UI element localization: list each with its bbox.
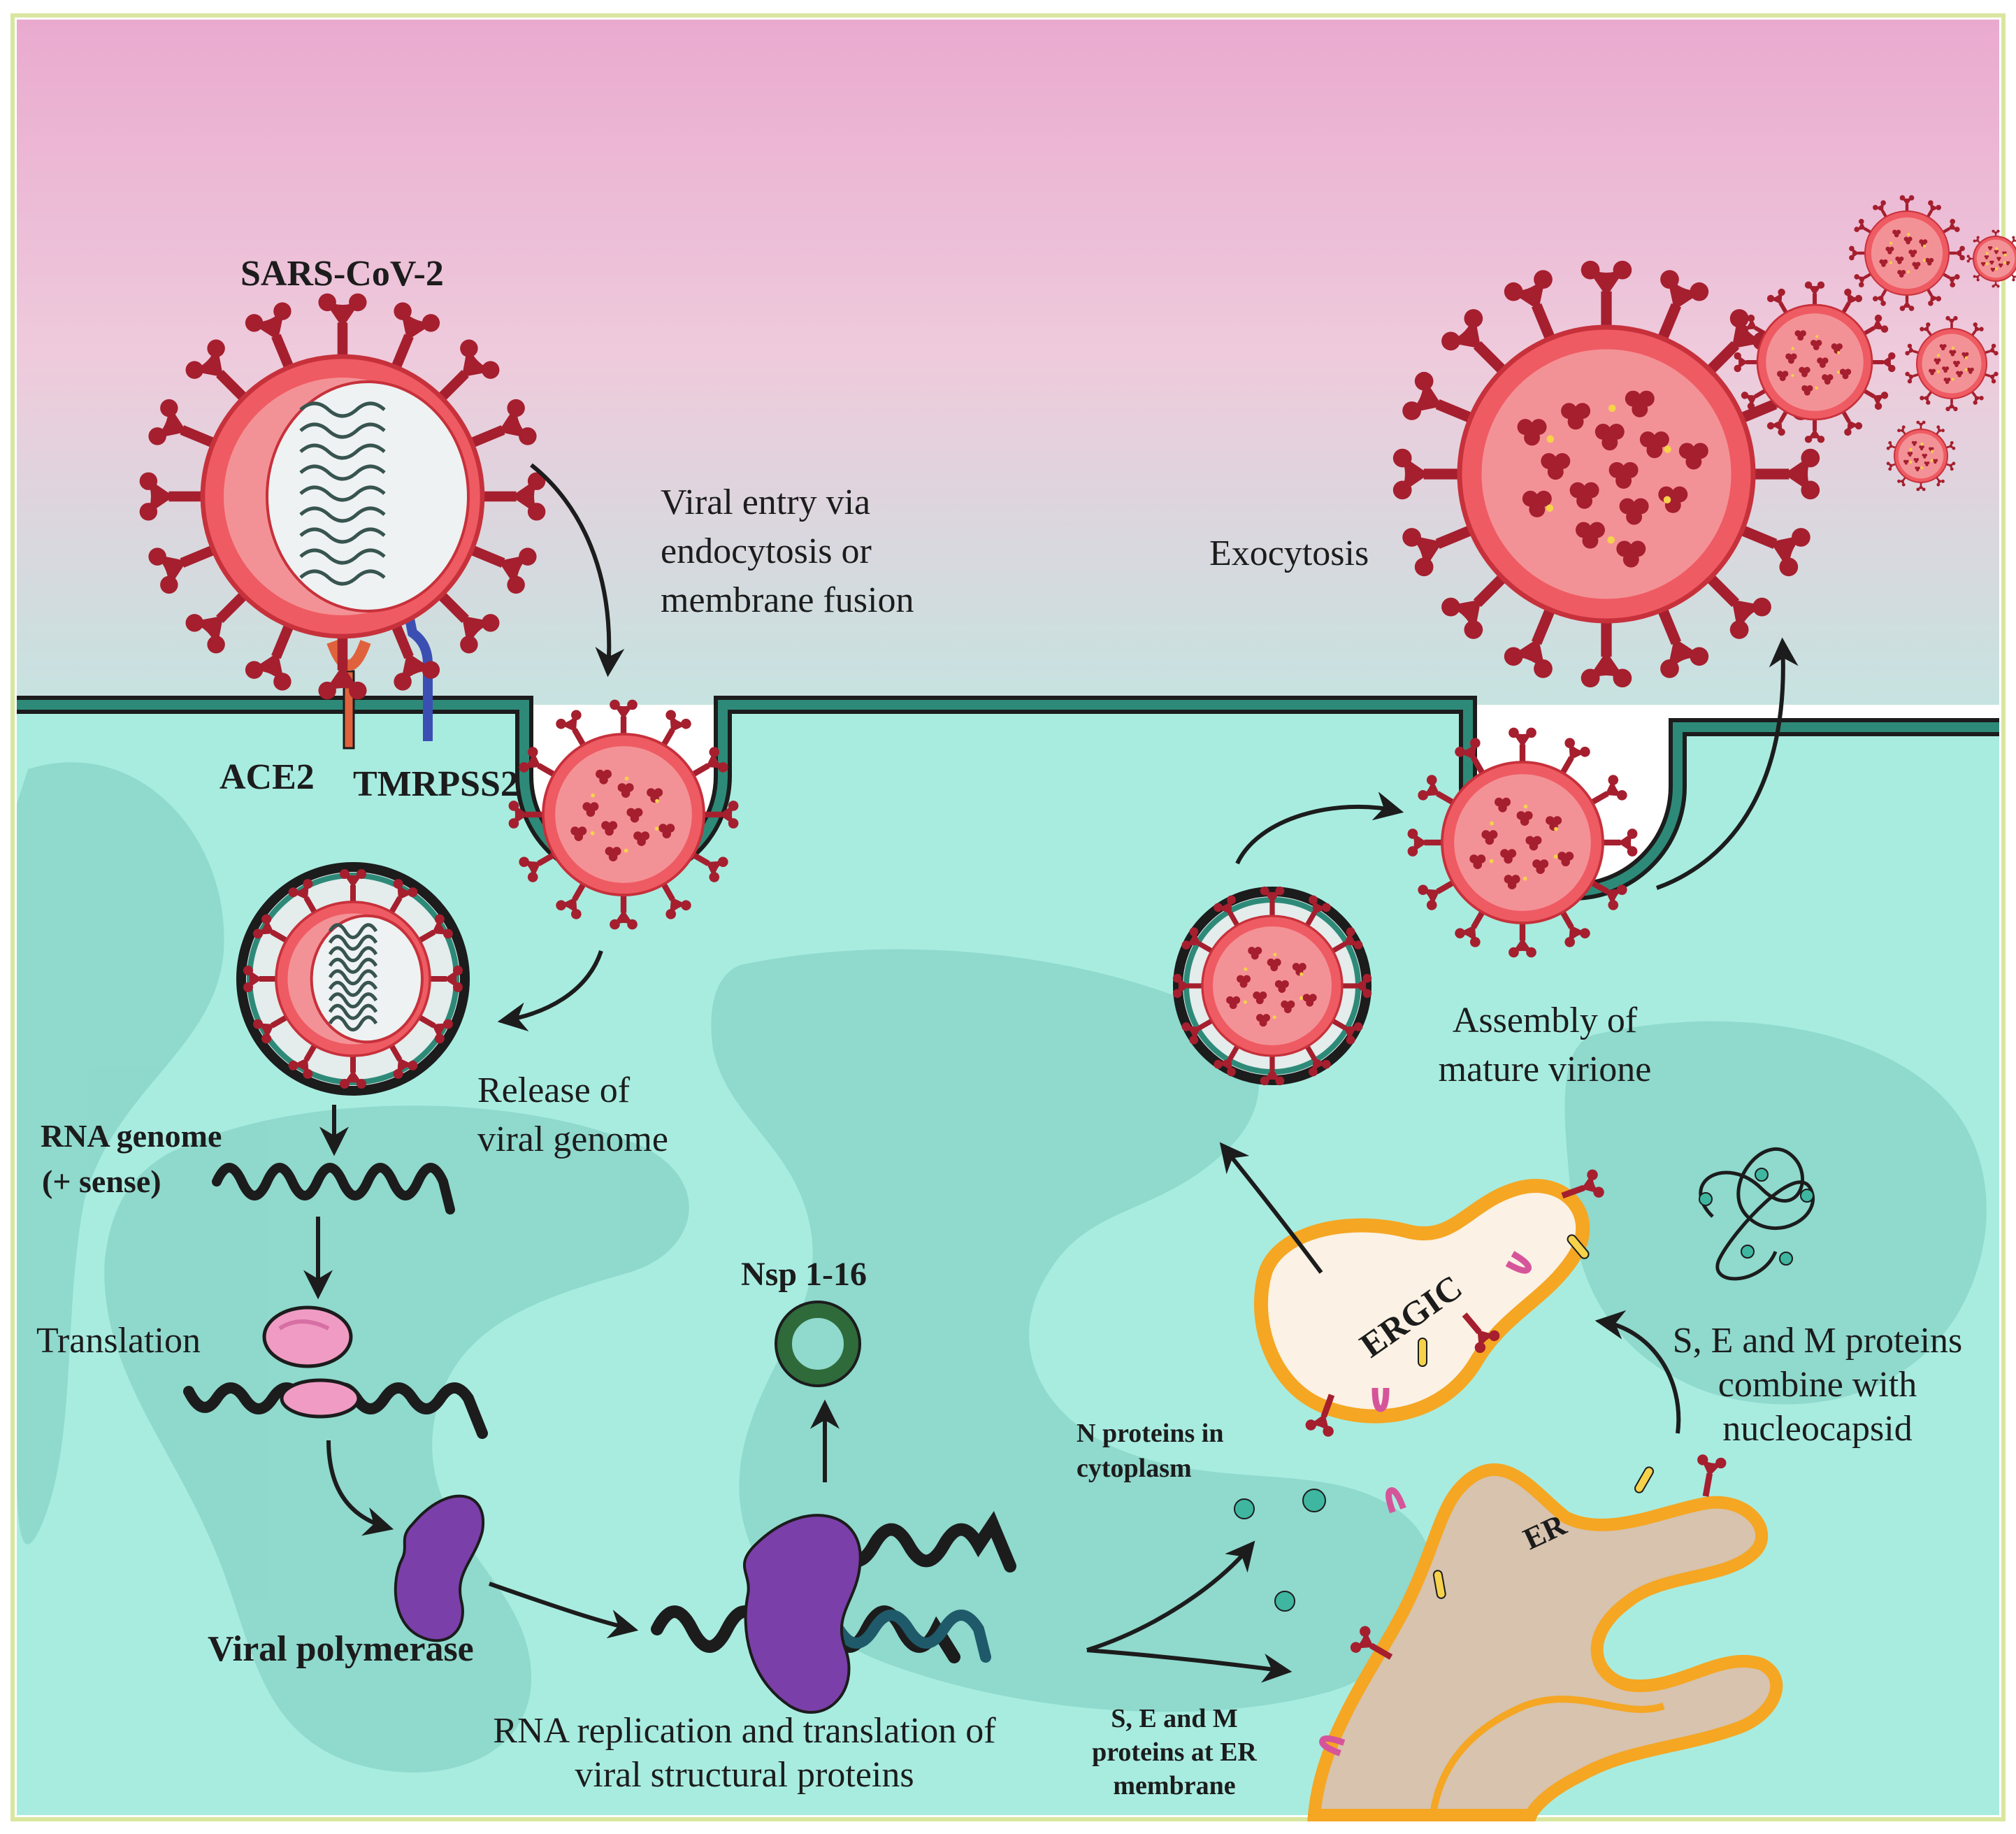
svg-text:Viral entry via: Viral entry via [661, 482, 870, 522]
label-translation: Translation [36, 1321, 201, 1361]
replication-complex [651, 1511, 1016, 1714]
arrow-vesicle-to-pit [1235, 791, 1404, 865]
label-n-proteins: N proteins in cytoplasm [1077, 1419, 1223, 1483]
svg-text:proteins at ER: proteins at ER [1092, 1738, 1257, 1767]
viral-polymerase-protein [394, 1494, 485, 1642]
arrow-translation-to-polymerase [326, 1440, 394, 1536]
svg-text:membrane: membrane [1113, 1771, 1235, 1800]
svg-text:S, E and M: S, E and M [1111, 1704, 1238, 1733]
label-assembly: Assembly of mature virione [1439, 1001, 1652, 1089]
endosome [236, 862, 470, 1096]
membrane-spike-proteins [1304, 1168, 1727, 1756]
inner-border [10, 13, 2006, 1821]
label-viral-entry: Viral entry via endocytosis or membrane … [661, 482, 914, 620]
label-tmprss2: TMRPSS2 [353, 764, 519, 804]
n-protein-dots [1234, 1489, 1326, 1612]
svg-text:endocytosis or: endocytosis or [661, 531, 872, 571]
ergic-compartment [1253, 1179, 1590, 1424]
arrow-to-n-proteins [1086, 1540, 1255, 1652]
arrow-to-endosome [497, 950, 603, 1032]
arrow-polymerase-to-replication [489, 1582, 639, 1639]
label-sars-cov-2: SARS-CoV-2 [240, 254, 444, 294]
svg-text:N proteins in: N proteins in [1077, 1419, 1223, 1448]
exiting-virion [1407, 727, 1638, 958]
svg-text:combine with: combine with [1718, 1365, 1917, 1405]
svg-text:mature virione: mature virione [1439, 1049, 1652, 1089]
rna-genome-strand [212, 1163, 455, 1215]
label-nsp: Nsp 1-16 [741, 1256, 867, 1293]
svg-text:nucleocapsid: nucleocapsid [1722, 1409, 1912, 1449]
endoplasmic-reticulum [1307, 1463, 1783, 1821]
nsp-ring-outline [775, 1301, 861, 1387]
ribosome [183, 1305, 488, 1439]
arrow-exocytosis [1655, 637, 1799, 890]
label-sem-er: S, E and M proteins at ER membrane [1092, 1704, 1257, 1800]
svg-text:cytoplasm: cytoplasm [1077, 1454, 1192, 1483]
arrow-to-er-membrane [1086, 1648, 1293, 1683]
label-release-genome: Release of viral genome [477, 1070, 668, 1159]
label-rna-replication: RNA replication and translation of viral… [493, 1711, 996, 1795]
svg-text:Assembly of: Assembly of [1453, 1001, 1638, 1040]
label-viral-polymerase: Viral polymerase [208, 1629, 474, 1669]
label-rna-genome: RNA genome (+ sense) [41, 1118, 222, 1199]
sars-cov-2-virion [139, 293, 546, 700]
arrow-ergic-to-vesicle [1219, 1142, 1323, 1274]
svg-text:S, E and M proteins: S, E and M proteins [1673, 1321, 1963, 1361]
nsp-ring [777, 1303, 859, 1385]
released-virions [1392, 195, 2016, 688]
svg-text:(+ sense): (+ sense) [42, 1163, 161, 1199]
svg-text:RNA genome: RNA genome [41, 1118, 222, 1154]
svg-text:viral genome: viral genome [477, 1119, 668, 1159]
arrow-viral-entry [530, 463, 625, 678]
entering-virion [508, 699, 739, 930]
process-arrows [303, 463, 1799, 1683]
assembly-vesicle [1172, 886, 1372, 1086]
cytoplasm-shading [17, 762, 1987, 1772]
svg-text:viral structural proteins: viral structural proteins [575, 1755, 914, 1795]
label-sem-combine: S, E and M proteins combine with nucleoc… [1673, 1321, 1963, 1449]
label-exocytosis: Exocytosis [1209, 533, 1369, 573]
svg-text:membrane fusion: membrane fusion [661, 580, 914, 620]
svg-text:RNA replication and translatio: RNA replication and translation of [493, 1711, 996, 1751]
arrow-to-ergic [1594, 1310, 1681, 1434]
svg-text:Release of: Release of [477, 1070, 631, 1110]
nucleocapsid [1699, 1147, 1815, 1281]
label-ace2: ACE2 [219, 757, 315, 797]
